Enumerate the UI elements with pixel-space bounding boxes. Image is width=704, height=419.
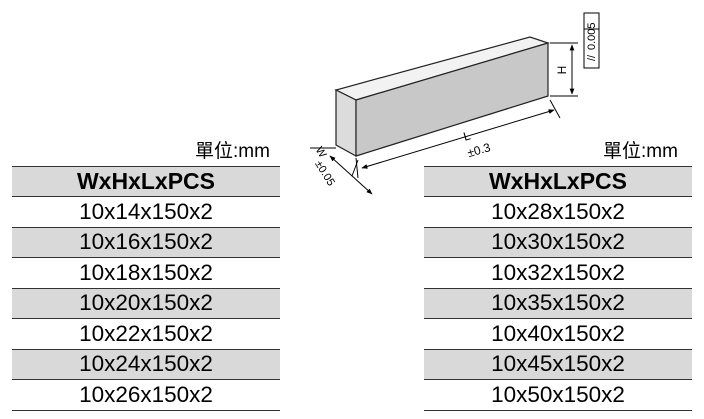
left-unit-label: 單位:mm	[195, 141, 270, 162]
left-table-header: WxHxLxPCS	[12, 166, 280, 197]
table-row: 10x40x150x2	[424, 318, 692, 350]
right-unit-label: 單位:mm	[603, 141, 678, 162]
parallelism-symbol: //	[586, 54, 598, 61]
parallelism-tolerance-frame: // 0.005	[583, 12, 600, 69]
length-tolerance: ±0.3	[466, 140, 493, 160]
table-row: 10x20x150x2	[12, 287, 280, 319]
table-row: 10x32x150x2	[424, 257, 692, 289]
table-row: 10x22x150x2	[12, 318, 280, 350]
width-label: W	[313, 145, 329, 161]
height-dimension	[550, 42, 578, 97]
parallelism-value: 0.005	[586, 22, 598, 50]
block-front-face	[335, 89, 357, 158]
table-row: 10x45x150x2	[424, 348, 692, 380]
table-row: 10x30x150x2	[424, 226, 692, 258]
height-label: H	[555, 66, 569, 75]
table-row: 10x24x150x2	[12, 348, 280, 380]
table-row: 10x18x150x2	[12, 257, 280, 289]
length-label: L	[462, 128, 473, 143]
table-row: 10x14x150x2	[12, 196, 280, 228]
table-row: 10x35x150x2	[424, 287, 692, 319]
width-tolerance: ±0.05	[312, 159, 337, 189]
right-size-table: WxHxLxPCS 10x28x150x2 10x30x150x2 10x32x…	[424, 166, 692, 411]
width-dimension	[310, 147, 373, 195]
table-row: 10x50x150x2	[424, 379, 692, 411]
parallel-block-diagram: H // 0.005 L ±0.3 W ±0.05	[310, 12, 600, 195]
table-row: 10x16x150x2	[12, 226, 280, 258]
table-row: 10x26x150x2	[12, 379, 280, 411]
right-table-header: WxHxLxPCS	[424, 166, 692, 197]
left-size-table: WxHxLxPCS 10x14x150x2 10x16x150x2 10x18x…	[12, 166, 280, 411]
table-row: 10x28x150x2	[424, 196, 692, 228]
